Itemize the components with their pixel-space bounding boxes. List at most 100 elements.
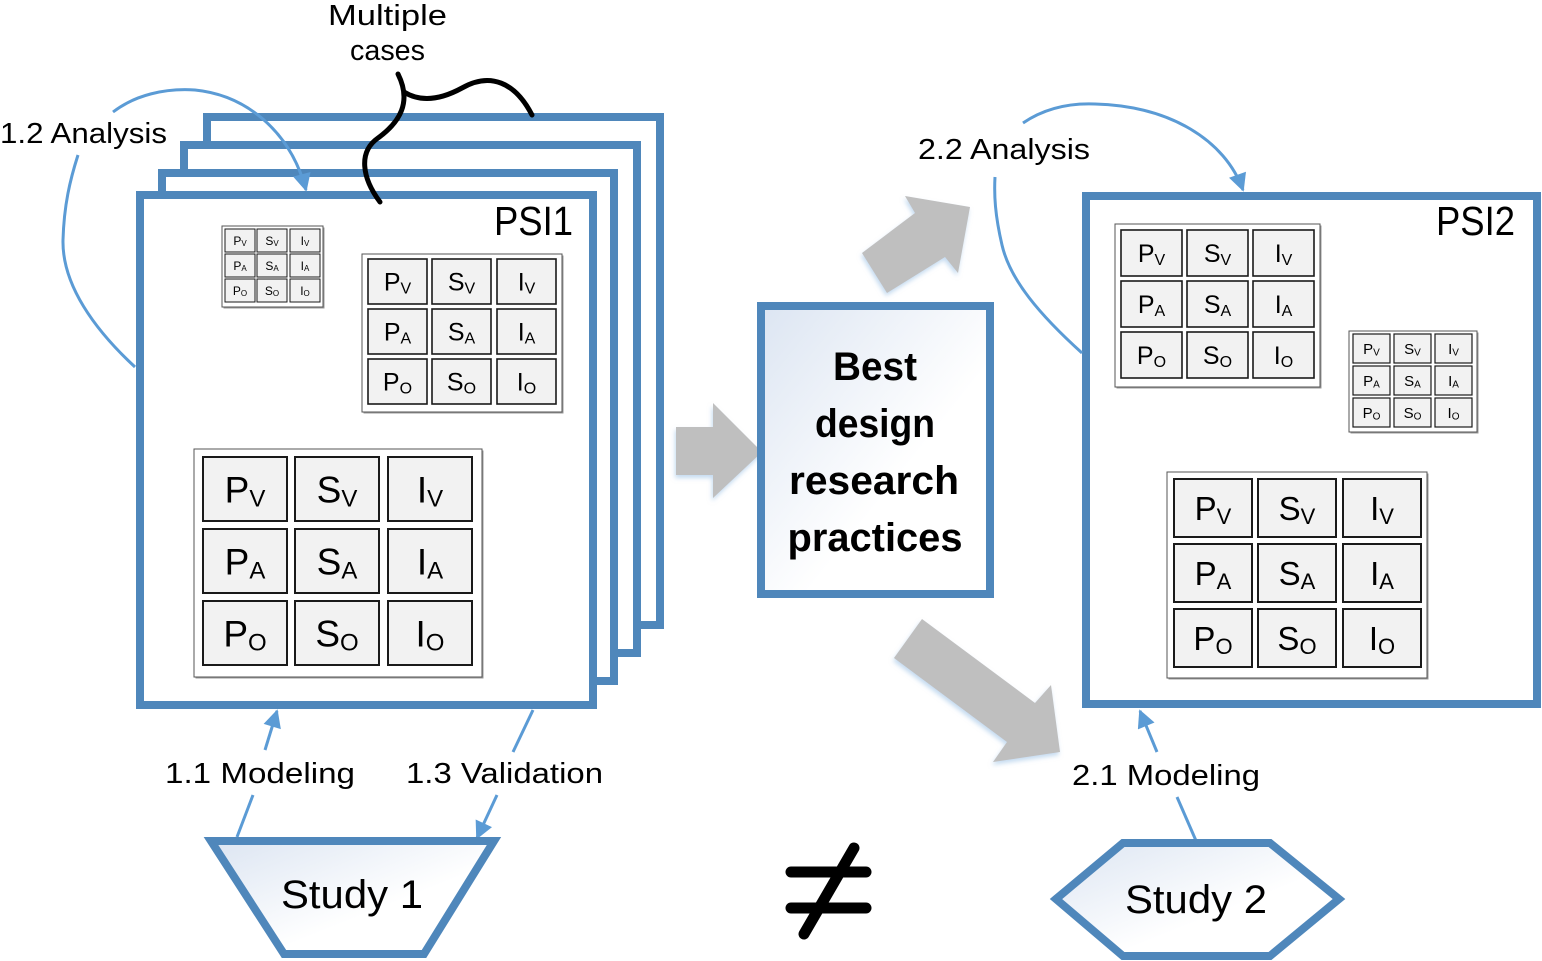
matrix-cell-base: P (1195, 490, 1217, 527)
matrix-cell (367, 358, 428, 405)
matrix-cell-base: P (1193, 620, 1215, 657)
matrix-cell (367, 308, 428, 355)
matrix-cell-subscript: A (341, 558, 357, 585)
matrix-cell-base: I (1448, 341, 1452, 358)
matrix-cell-label: PV (384, 269, 412, 298)
matrix-cell-label: SO (315, 613, 358, 656)
matrix-cell-base: I (417, 469, 427, 510)
matrix-cell-subscript: V (427, 486, 443, 513)
matrix-cell (1252, 229, 1315, 277)
matrix-cell (1252, 280, 1315, 328)
best-practices-line-2: design (815, 402, 935, 446)
matrix-cell-base: I (1370, 555, 1379, 592)
matrix-cell-label: PO (1137, 342, 1166, 371)
matrix-cell-label: PV (1363, 341, 1380, 359)
flow-arrow-down-right (894, 619, 1060, 762)
matrix-cell-base: P (1363, 373, 1373, 390)
matrix-cell (224, 253, 256, 278)
matrix-cell-label: IV (1448, 341, 1459, 359)
matrix-cell (387, 600, 473, 666)
matrix-cell (1186, 229, 1249, 277)
matrix-cell-subscript: V (241, 239, 247, 248)
matrix-cell-subscript: O (1281, 354, 1293, 371)
matrix-cell-label: SV (265, 234, 279, 248)
matrix-cell (1173, 478, 1253, 538)
matrix-cell-subscript: A (1155, 303, 1166, 320)
best-practices-line-3: research (789, 459, 959, 503)
matrix-cell-label: SA (1404, 373, 1421, 391)
matrix-cell-base: S (1404, 341, 1414, 358)
modeling-1-label: 1.1 Modeling (165, 758, 355, 790)
matrix-cell-label: PV (233, 234, 247, 248)
modeling-2-label: 2.1 Modeling (1072, 760, 1260, 792)
matrix-cell (289, 228, 321, 253)
matrix-cell-subscript: A (427, 558, 443, 585)
matrix-cell-label: SV (1204, 240, 1232, 269)
matrix-cell-base: P (223, 613, 248, 654)
matrix-cell-label: SO (1203, 342, 1232, 371)
matrix-cell (1252, 331, 1315, 379)
matrix-cell-label: PA (384, 319, 412, 348)
matrix-cell-subscript: V (1155, 252, 1166, 269)
matrix-cell-label: PO (1193, 620, 1232, 659)
matrix-cell-label: SO (1404, 405, 1422, 423)
matrix-cell-label: IA (1275, 291, 1293, 320)
matrix-cell-base: S (448, 269, 465, 297)
matrix-cell-base: P (233, 259, 241, 273)
matrix-cell-subscript: A (1282, 303, 1293, 320)
matrix-cell-subscript: V (341, 486, 357, 513)
matrix-cell-subscript: A (1301, 569, 1316, 594)
matrix-cell-label: PA (1195, 555, 1232, 594)
matrix-cell-base: I (1275, 291, 1282, 319)
matrix-cell (496, 358, 557, 405)
not-equal-icon (785, 842, 872, 940)
matrix-cell-subscript: V (1221, 252, 1232, 269)
analysis-1-label: 1.2 Analysis (0, 118, 167, 150)
study-2-shape: Study 2 (1049, 839, 1346, 960)
matrix-cell-base: P (1138, 240, 1155, 268)
matrix-cell-subscript: O (1378, 634, 1395, 659)
matrix-cell (224, 228, 256, 253)
matrix-cell-base: I (518, 269, 525, 297)
matrix-cell-base: I (416, 613, 426, 654)
validation-1-label: 1.3 Validation (406, 758, 603, 790)
matrix-cell-base: P (225, 469, 250, 510)
matrix-cell-subscript: O (340, 630, 359, 657)
matrix-cell (1352, 333, 1391, 364)
matrix-cell (294, 600, 380, 666)
matrix-cell-label: SA (448, 319, 476, 348)
matrix-cell (387, 528, 473, 594)
study-1-label: Study 1 (281, 873, 423, 917)
matrix-cell (1120, 331, 1183, 379)
matrix-cell-label: IO (1448, 405, 1460, 423)
matrix-cell-subscript: V (1414, 348, 1421, 359)
matrix-cell-base: P (233, 284, 241, 298)
matrix-cell (1434, 397, 1473, 428)
matrix-cell (1434, 365, 1473, 396)
matrix-cell-label: SA (1204, 291, 1232, 320)
matrix-cell-base: P (1137, 342, 1154, 370)
matrix-cell (1120, 280, 1183, 328)
matrix-cell (256, 228, 288, 253)
matrix-cell-base: S (1279, 490, 1301, 527)
matrix-cell (1393, 365, 1432, 396)
matrix-cell (1186, 280, 1249, 328)
matrix-cell-label: PO (1363, 405, 1381, 423)
matrix-cell (256, 278, 288, 303)
matrix-cell-base: S (317, 469, 342, 510)
matrix-cell (387, 456, 473, 522)
matrix-cell-subscript: V (1379, 504, 1394, 529)
matrix-cell-subscript: V (304, 239, 310, 248)
matrix-cell-subscript: A (465, 331, 476, 348)
modeling-1-connector (235, 709, 281, 838)
matrix-cell-subscript: O (1414, 412, 1422, 423)
matrix-cell (431, 258, 492, 305)
matrix-cell-base: S (265, 284, 273, 298)
matrix-cell-subscript: O (304, 289, 310, 298)
matrix-cell-subscript: A (304, 264, 310, 273)
matrix-cell (1434, 333, 1473, 364)
best-practices-line-4: practices (788, 516, 963, 560)
